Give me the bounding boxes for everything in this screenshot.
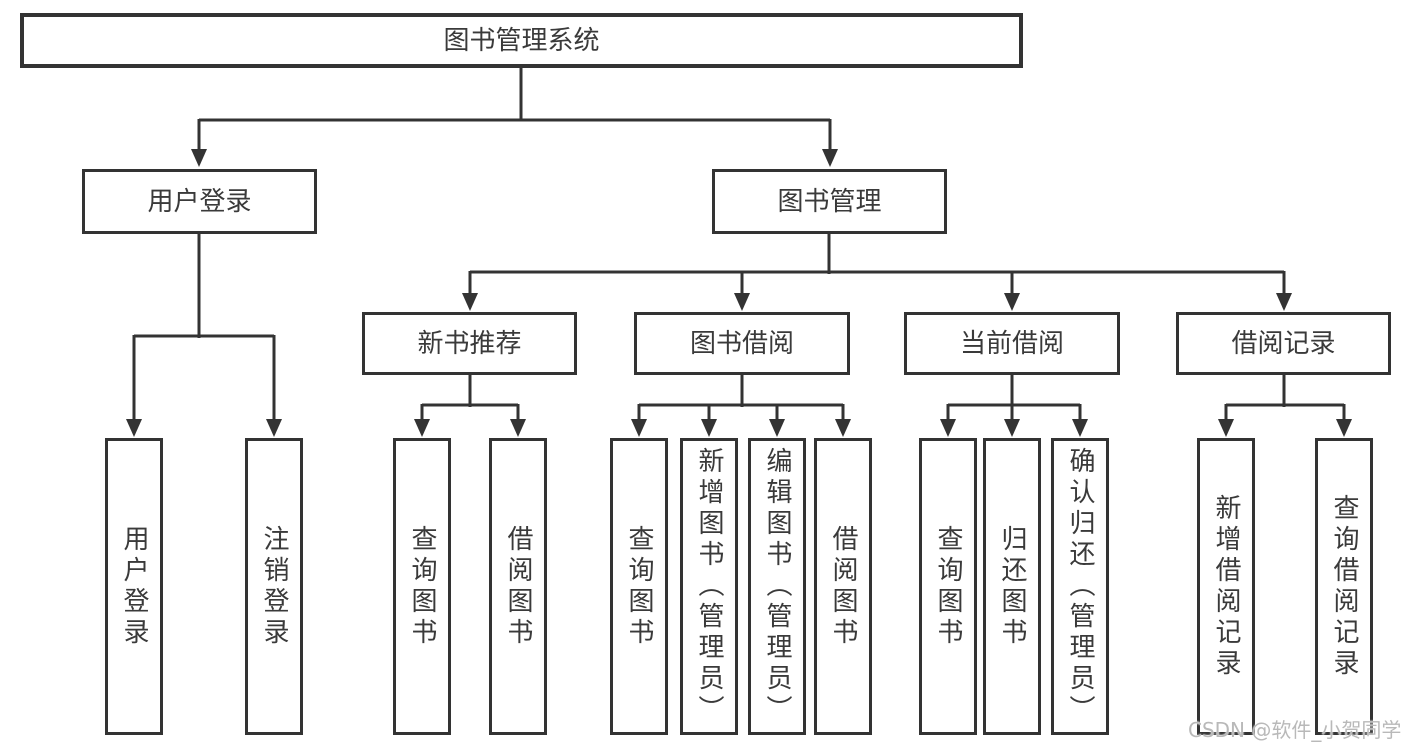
leaf-label: 确认归还（管理员） <box>1065 447 1095 726</box>
node-borrowing-records: 借阅记录 <box>1176 312 1391 375</box>
leaf-label: 查询图书 <box>933 524 963 649</box>
leaf-add-borrow-record: 新增借阅记录 <box>1197 438 1255 735</box>
leaf-label: 查询图书 <box>624 524 654 649</box>
node-label: 图书管理系统 <box>443 25 600 56</box>
csdn-watermark: CSDN @软件_小贺同学 <box>1188 718 1402 742</box>
leaf-borrow-books-borrowing: 借阅图书 <box>814 438 872 735</box>
leaf-label: 归还图书 <box>997 524 1027 649</box>
leaf-label: 用户登录 <box>119 524 149 649</box>
leaf-borrow-books-recommend: 借阅图书 <box>489 438 547 735</box>
leaf-query-books-current: 查询图书 <box>919 438 977 735</box>
leaf-label: 注销登录 <box>259 524 289 649</box>
node-label: 图书借阅 <box>689 328 794 359</box>
leaf-label: 借阅图书 <box>828 524 858 649</box>
leaf-return-books: 归还图书 <box>983 438 1041 735</box>
leaf-edit-book-admin: 编辑图书（管理员） <box>748 438 806 735</box>
leaf-query-borrow-record: 查询借阅记录 <box>1315 438 1373 735</box>
leaf-label: 借阅图书 <box>503 524 533 649</box>
node-library-management-system: 图书管理系统 <box>20 13 1023 68</box>
node-new-book-recommendation: 新书推荐 <box>362 312 577 375</box>
node-label: 当前借阅 <box>959 328 1064 359</box>
leaf-label: 新增图书（管理员） <box>694 447 724 726</box>
node-book-borrowing: 图书借阅 <box>634 312 850 375</box>
node-user-login: 用户登录 <box>82 169 317 234</box>
leaf-query-books-recommend: 查询图书 <box>393 438 451 735</box>
leaf-confirm-return-admin: 确认归还（管理员） <box>1051 438 1109 735</box>
node-label: 用户登录 <box>147 186 252 217</box>
leaf-label: 新增借阅记录 <box>1211 493 1241 680</box>
leaf-logout: 注销登录 <box>245 438 303 735</box>
leaf-user-login: 用户登录 <box>105 438 163 735</box>
leaf-add-book-admin: 新增图书（管理员） <box>680 438 738 735</box>
leaf-query-books-borrowing: 查询图书 <box>610 438 668 735</box>
node-label: 新书推荐 <box>417 328 522 359</box>
node-current-borrowing: 当前借阅 <box>904 312 1120 375</box>
node-book-management: 图书管理 <box>712 169 947 234</box>
node-label: 图书管理 <box>777 186 882 217</box>
leaf-label: 查询图书 <box>407 524 437 649</box>
arrowheads <box>126 149 1352 437</box>
leaf-label: 查询借阅记录 <box>1329 493 1359 680</box>
leaf-label: 编辑图书（管理员） <box>762 447 792 726</box>
node-label: 借阅记录 <box>1231 328 1336 359</box>
